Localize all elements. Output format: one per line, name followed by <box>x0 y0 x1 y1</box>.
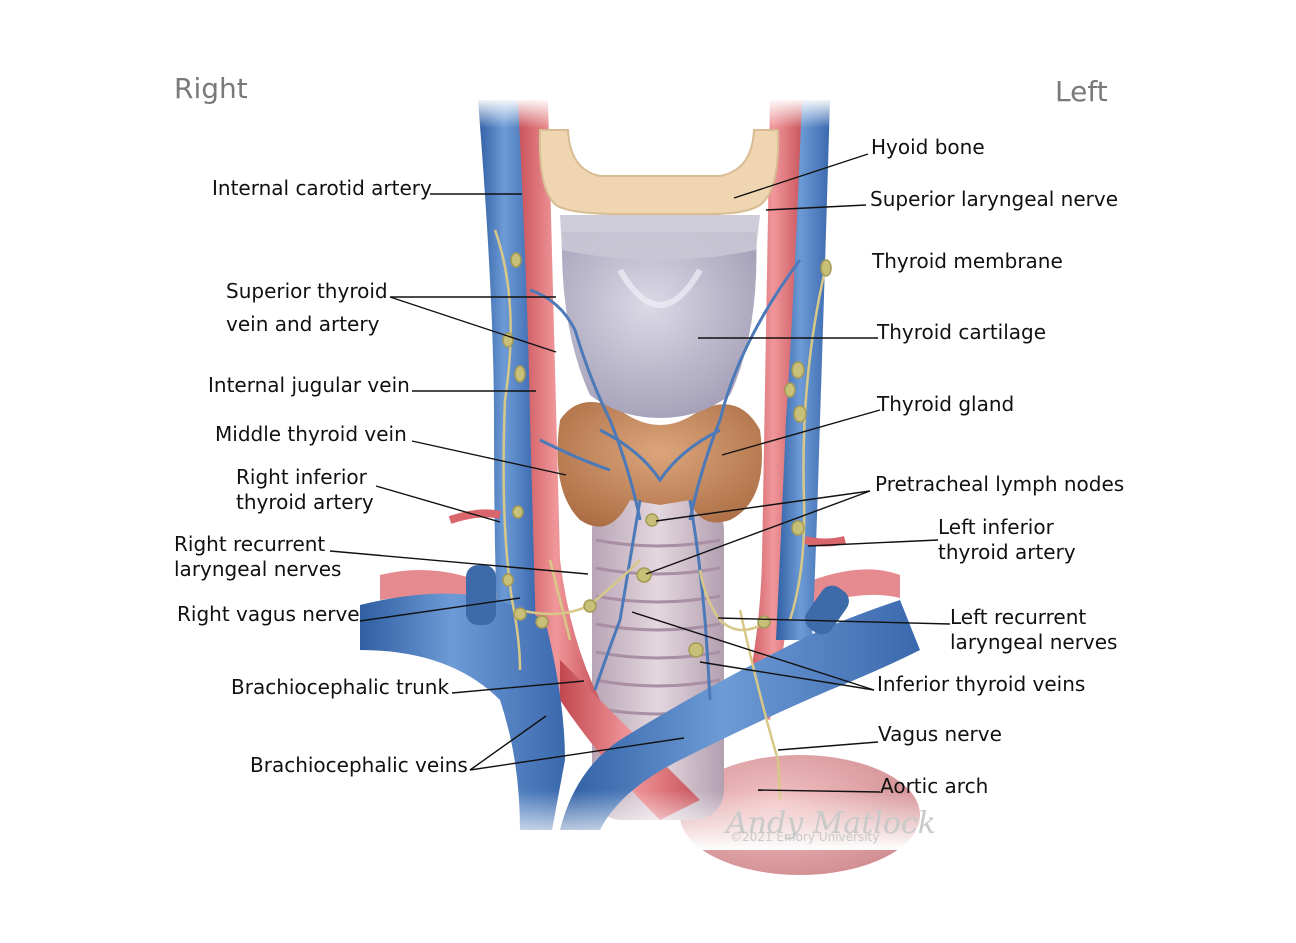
label-superior-thyroid-vein-and-artery: Superior thyroid vein and artery <box>226 279 388 337</box>
orientation-right-label: Right <box>174 72 248 105</box>
left-inferior-thyroid-artery-branch <box>804 536 846 547</box>
label-brachiocephalic-trunk: Brachiocephalic trunk <box>231 675 450 699</box>
orientation-left-label: Left <box>1055 75 1108 108</box>
copyright-notice: ©2021 Emory University <box>730 830 880 844</box>
label-line: thyroid artery <box>236 490 374 514</box>
label-line: thyroid artery <box>938 540 1076 564</box>
label-superior-laryngeal-nerve: Superior laryngeal nerve <box>870 187 1119 211</box>
label-line: Left inferior <box>938 515 1054 539</box>
right-inferior-thyroid-artery-branch <box>448 509 501 524</box>
bottom-fade <box>300 790 1000 850</box>
label-line: laryngeal nerves <box>174 557 342 581</box>
label-right-vagus-nerve: Right vagus nerve <box>177 602 360 626</box>
label-thyroid-cartilage: Thyroid cartilage <box>877 320 1047 344</box>
label-thyroid-membrane: Thyroid membrane <box>872 249 1063 273</box>
label-line: laryngeal nerves <box>950 630 1118 654</box>
label-left-inferior-thyroid-artery: Left inferior thyroid artery <box>938 515 1076 565</box>
label-internal-jugular-vein: Internal jugular vein <box>208 373 410 397</box>
right-internal-jugular-vein <box>478 100 536 640</box>
label-vagus-nerve: Vagus nerve <box>878 722 1002 746</box>
left-subclavian-vein-stub <box>805 585 849 635</box>
cartilage-notch <box>617 268 703 308</box>
label-line: Left recurrent <box>950 605 1087 629</box>
thyroid-cartilage-shape <box>561 232 757 418</box>
label-right-inferior-thyroid-artery: Right inferior thyroid artery <box>236 465 374 515</box>
right-common-carotid-artery <box>512 100 600 715</box>
artist-signature: Andy Matlock <box>726 806 936 841</box>
label-line: Right recurrent <box>174 532 326 556</box>
hyoid-bone-shape <box>538 129 780 216</box>
lymph-nodes <box>502 252 832 658</box>
label-left-recurrent-laryngeal-nerves: Left recurrent laryngeal nerves <box>950 605 1117 655</box>
label-pretracheal-lymph-nodes: Pretracheal lymph nodes <box>875 472 1125 496</box>
label-right-recurrent-laryngeal-nerves: Right recurrent laryngeal nerves <box>174 532 341 582</box>
label-hyoid-bone: Hyoid bone <box>871 135 985 159</box>
left-brachiocephalic-vein <box>560 600 920 830</box>
right-brachiocephalic-vein <box>360 593 565 830</box>
thyroid-membrane-shape <box>560 215 760 260</box>
leader-lines <box>329 153 951 793</box>
label-middle-thyroid-vein: Middle thyroid vein <box>215 422 407 446</box>
label-internal-carotid-artery: Internal carotid artery <box>212 176 432 200</box>
label-line: Right inferior <box>236 465 367 489</box>
label-brachiocephalic-veins: Brachiocephalic veins <box>250 753 468 777</box>
label-inferior-thyroid-veins: Inferior thyroid veins <box>877 672 1086 696</box>
label-thyroid-gland: Thyroid gland <box>877 392 1015 416</box>
right-subclavian-vein-stub <box>466 565 496 625</box>
label-line: vein and artery <box>226 312 380 336</box>
label-line: Superior thyroid <box>226 279 388 303</box>
label-aortic-arch: Aortic arch <box>880 774 989 798</box>
thyroid-veins <box>529 259 802 701</box>
top-fade <box>440 98 860 128</box>
